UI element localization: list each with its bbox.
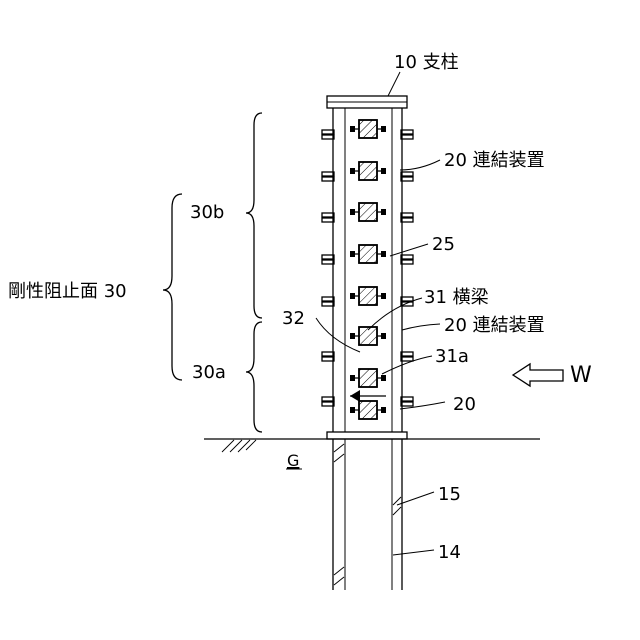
beam-block xyxy=(350,203,386,221)
pile xyxy=(333,439,402,590)
label-31a: 31a xyxy=(435,346,469,367)
coupler-flange xyxy=(401,255,413,259)
wind-arrow xyxy=(513,364,563,386)
beam-block xyxy=(350,162,386,180)
coupler-flange xyxy=(401,218,413,222)
beam-blocks xyxy=(350,120,386,419)
coupler-flange xyxy=(401,177,413,181)
coupler-flange xyxy=(322,352,334,356)
coupler-flange xyxy=(322,357,334,361)
beam-block xyxy=(350,245,386,263)
ground-hatch xyxy=(222,440,256,452)
label-30b: 30b xyxy=(190,202,224,223)
label-25: 25 xyxy=(432,234,455,255)
beam-block xyxy=(350,369,386,387)
beam-block xyxy=(350,401,386,419)
coupler-flange xyxy=(322,172,334,176)
label-15: 15 xyxy=(438,484,461,505)
label-coupling-2: 20 連結装置 xyxy=(444,315,545,336)
coupler-flange xyxy=(401,260,413,264)
label-32: 32 xyxy=(282,308,305,329)
pile-hatch-right xyxy=(393,497,401,515)
coupler-flange xyxy=(401,357,413,361)
coupler-flange xyxy=(322,218,334,222)
coupler-flange xyxy=(401,397,413,401)
label-30a: 30a xyxy=(192,362,226,383)
label-ground: G xyxy=(287,451,299,470)
coupler-flange xyxy=(401,297,413,301)
brace-30a xyxy=(246,322,262,432)
label-wind: W xyxy=(570,363,592,388)
label-beam: 31 横梁 xyxy=(424,287,489,308)
coupler-flange xyxy=(401,135,413,139)
label-coupling-3: 20 xyxy=(453,394,476,415)
coupler-flange xyxy=(322,260,334,264)
coupler-flange xyxy=(322,402,334,406)
coupler-flange xyxy=(401,213,413,217)
coupler-flange xyxy=(322,213,334,217)
beam-block xyxy=(350,120,386,138)
beam-block xyxy=(350,287,386,305)
coupler-flange xyxy=(322,177,334,181)
coupler-flange xyxy=(322,255,334,259)
leader-lines xyxy=(316,72,445,555)
base-plate xyxy=(327,432,407,439)
brace-30 xyxy=(163,194,182,380)
label-pillar: 10 支柱 xyxy=(394,52,459,73)
brace-30b xyxy=(246,113,262,318)
pile-hatch-left xyxy=(334,444,344,585)
pillar-cap xyxy=(327,96,407,108)
label-14: 14 xyxy=(438,542,461,563)
coupler-flange xyxy=(322,397,334,401)
coupler-flange xyxy=(322,135,334,139)
coupler-flange xyxy=(322,297,334,301)
coupler-flange xyxy=(401,130,413,134)
coupler-flange xyxy=(322,302,334,306)
label-coupling-1: 20 連結装置 xyxy=(444,150,545,171)
coupler-flange xyxy=(322,130,334,134)
coupler-flange xyxy=(401,172,413,176)
coupler-flange xyxy=(401,352,413,356)
label-rigid-face: 剛性阻止面 30 xyxy=(8,281,127,302)
coupler-flange xyxy=(401,402,413,406)
